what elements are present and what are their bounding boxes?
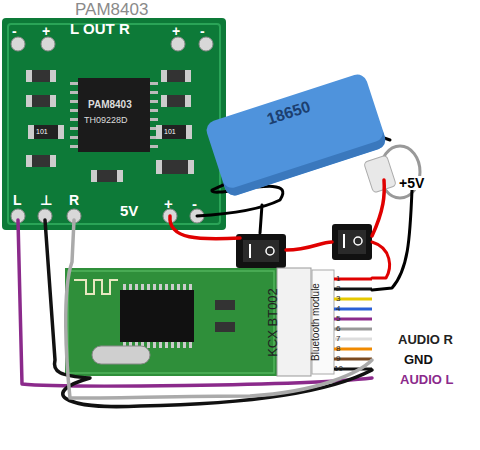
- bt-board: [65, 268, 277, 376]
- pin-number: 6: [336, 325, 340, 333]
- rocker-switch: [236, 234, 286, 268]
- terminal-label: L: [13, 193, 22, 207]
- signal-name: AUDIO R: [396, 332, 455, 347]
- smd-part: [215, 300, 235, 310]
- terminal-label: L OUT R: [70, 21, 130, 36]
- connector: [277, 268, 311, 376]
- terminal-label: 5V: [120, 203, 138, 218]
- part-name: 18650: [265, 99, 312, 128]
- pin-wires: [334, 279, 372, 369]
- part-marking: 101: [164, 128, 176, 135]
- terminal-label: -: [200, 24, 205, 38]
- amp-board: [2, 18, 226, 230]
- voltage-label: +5V: [398, 176, 425, 190]
- bt-chip: [120, 290, 194, 342]
- pin-number: 2: [336, 285, 340, 293]
- terminal-label: -: [192, 196, 197, 211]
- connector-pins: [312, 270, 334, 374]
- rocker-switch: [332, 224, 372, 260]
- terminal-label: +: [42, 24, 50, 38]
- part-marking: 101: [36, 128, 48, 135]
- pin-number: 9: [336, 355, 340, 363]
- crystal: [92, 346, 150, 364]
- terminal-label: ⊥: [40, 193, 53, 207]
- pin-number: 3: [336, 295, 340, 303]
- terminal-label: R: [69, 193, 79, 207]
- battery-holder: 18650: [204, 72, 388, 198]
- part-marking: TH09228D: [84, 116, 128, 125]
- pin-number: 7: [336, 335, 340, 343]
- pin-number: 8: [336, 345, 340, 353]
- amp-chip: [78, 78, 150, 152]
- board-edge: [68, 271, 274, 373]
- part-name: KCX BT002: [266, 288, 279, 357]
- battery-cap: [364, 155, 397, 193]
- pin-number: 1: [336, 275, 340, 283]
- part-subtitle: Bluetooth module: [311, 283, 321, 361]
- bluetooth-module: KCX BT002 Bluetooth module: [65, 268, 347, 376]
- signal-name: GND: [402, 352, 435, 367]
- wires: [18, 136, 412, 407]
- terminal-label: +: [164, 196, 173, 211]
- board-edge: [8, 24, 220, 224]
- signal-name: AUDIO L: [398, 372, 455, 387]
- smd-parts: [26, 70, 194, 182]
- terminal-label: -: [12, 24, 17, 38]
- pcb-antenna: [74, 280, 118, 294]
- pin-number: 10: [334, 365, 343, 373]
- terminal-label: +: [172, 24, 180, 38]
- part-name: PAM8403: [75, 1, 148, 18]
- terminal-pads: [11, 37, 213, 223]
- smd-part: [215, 322, 235, 332]
- pin-number: 5: [336, 315, 340, 323]
- pin-number: 4: [336, 305, 340, 313]
- part-marking: PAM8403: [88, 100, 132, 110]
